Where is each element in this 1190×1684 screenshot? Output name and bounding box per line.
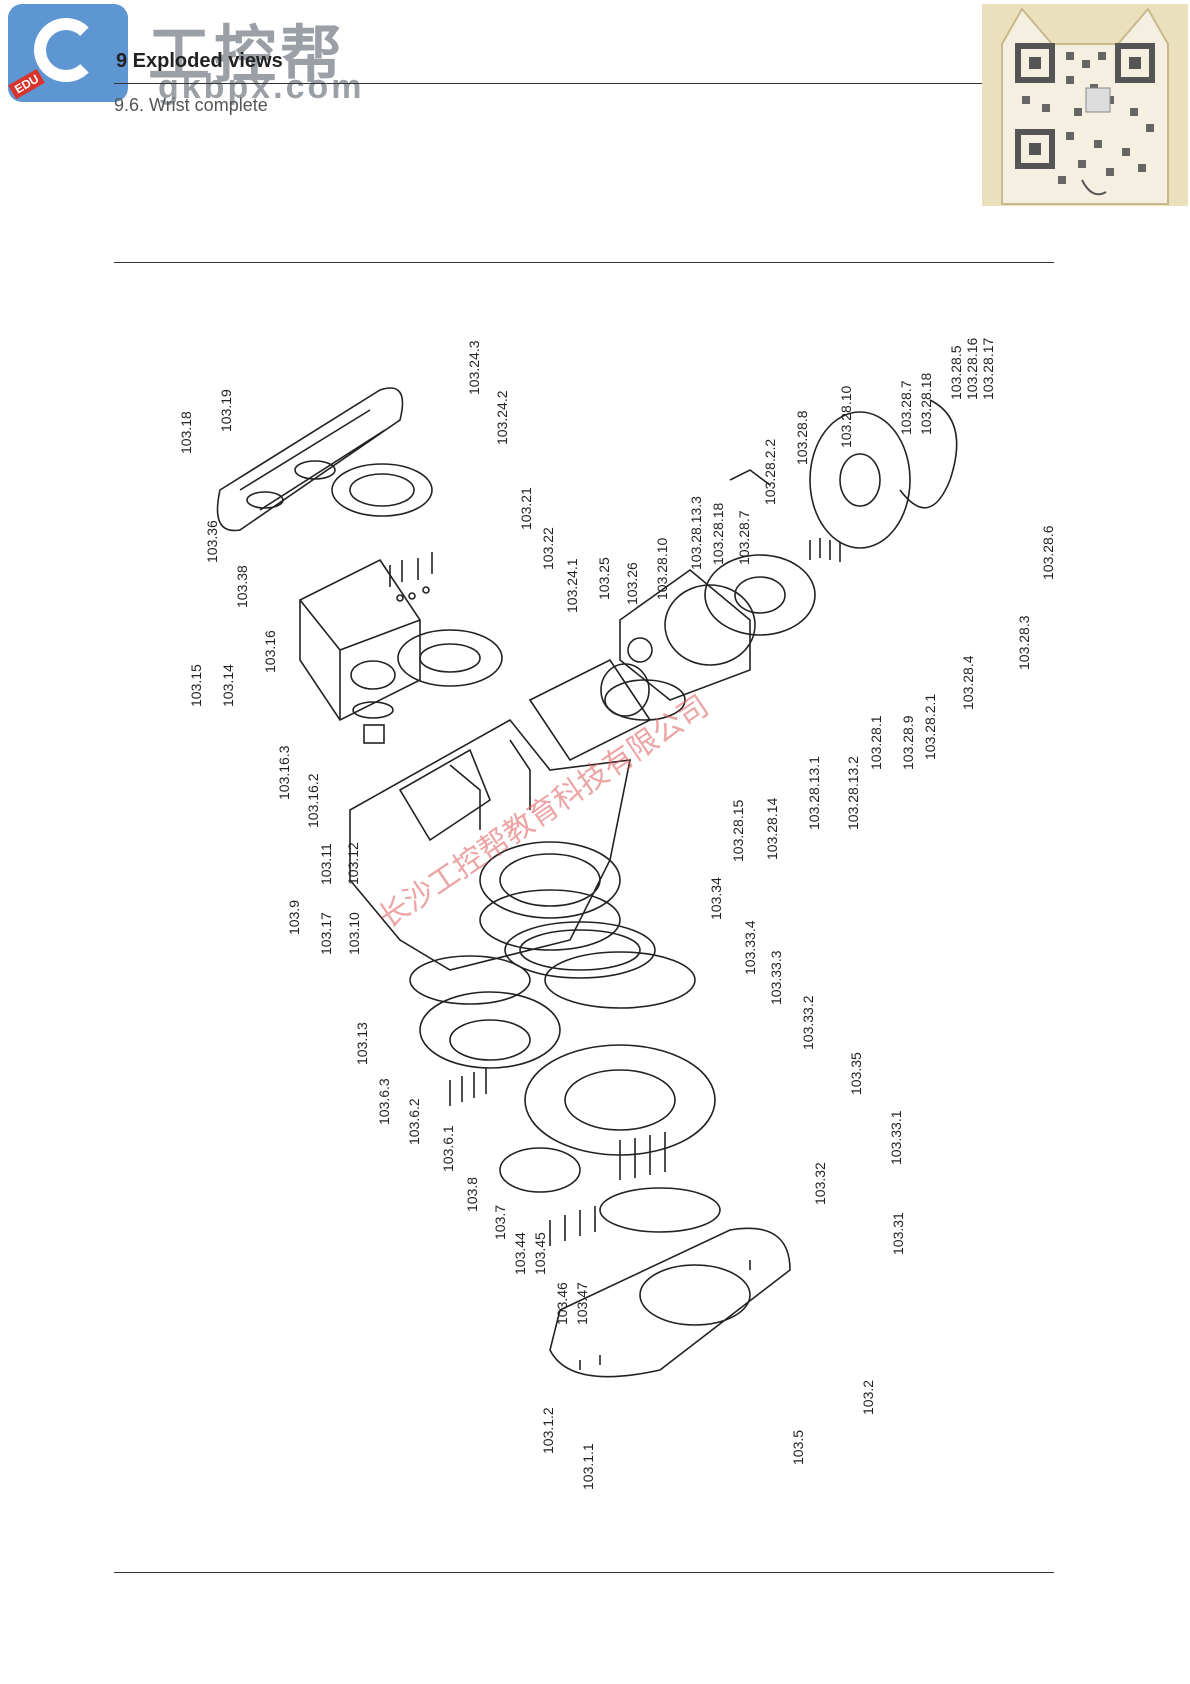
callout-label: 103.28.6 [1040,525,1056,581]
callout-label: 103.38 [234,565,250,608]
callout-label: 103.28.13.3 [688,496,704,570]
bolt-group-lower [549,1206,596,1246]
callout-label: 103.33.4 [742,920,758,976]
callout-label: 103.28.4 [960,655,976,711]
bearing-rings [409,889,696,1009]
callout-label: 103.28.13.1 [806,756,822,830]
callout-label: 103.28.17 [980,337,996,400]
callout-label: 103.47 [574,1282,590,1325]
callout-label: 103.12 [345,842,361,885]
callout-label: 103.18 [178,411,194,454]
company-logo: EDU 工控帮 gkbpx.com [8,4,398,106]
wrist-housing [349,718,632,971]
callout-label: 103.6.3 [376,1078,392,1125]
callout-label: 103.28.10 [838,385,854,448]
callout-label: 103.24.2 [494,390,510,446]
callout-label: 103.33.3 [768,950,784,1006]
callout-label: 103.5 [790,1429,806,1465]
logo-badge: EDU [8,4,128,102]
callout-label: 103.16.3 [276,745,292,801]
lower-ring [524,1044,716,1180]
callout-label: 103.28.2.1 [922,693,938,760]
base-plate [549,1227,791,1378]
callout-label: 103.28.10 [654,537,670,600]
callout-label: 103.16 [262,630,278,673]
small-disc [499,1147,581,1193]
logo-url-text: gkbpx.com [158,68,365,106]
callout-label: 103.44 [512,1232,528,1275]
qr-cat-icon [1001,7,1169,205]
callout-label: 103.28.18 [918,372,934,435]
callout-label: 103.9 [286,899,302,935]
callout-label: 103.28.15 [730,799,746,862]
section-title: 9.6. Wrist complete [114,95,268,115]
flange-plate [397,629,503,687]
callout-label: 103.26 [624,562,640,605]
callout-label: 103.24.1 [564,558,580,614]
qr-code [982,4,1188,206]
brake-disc-assembly [729,399,958,562]
callout-label: 103.28.8 [794,410,810,466]
callout-label: 103.6.1 [440,1125,456,1172]
callout-label: 103.28.1 [868,715,884,771]
gear-plate [419,991,561,1106]
callout-label: 103.28.7 [898,380,914,436]
callout-label: 103.7 [492,1204,508,1240]
logo-edu-badge: EDU [8,68,46,100]
callout-label: 103.2 [860,1379,876,1415]
callout-label: 103.31 [890,1212,906,1255]
callout-label: 103.16.2 [305,773,321,829]
callout-label: 103.28.5 [948,345,964,401]
top-cover [216,387,404,532]
callout-label: 103.33.1 [888,1110,904,1166]
chapter-title: 9 Exploded views [116,50,283,72]
callout-label: 103.14 [220,664,236,707]
callout-label: 103.28.16 [964,337,980,400]
callout-label: 103.25 [596,557,612,600]
callout-label: 103.28.3 [1016,615,1032,671]
motor-unit [299,558,421,744]
callout-label: 103.1.1 [580,1443,596,1490]
callout-label: 103.13 [354,1022,370,1065]
bottom-rule [114,1572,1054,1573]
header-rule [114,83,986,84]
callout-label: 103.45 [532,1232,548,1275]
callout-label: 103.35 [848,1052,864,1095]
logo-chinese-text: 工控帮 [148,18,347,91]
callout-label: 103.21 [518,487,534,530]
logo-swirl-icon [34,18,98,82]
callout-label: 103.36 [204,520,220,563]
callout-label: 103.17 [318,912,334,955]
callout-label: 103.28.9 [900,715,916,771]
callout-label: 103.8 [464,1176,480,1212]
gearbox-assembly [528,554,816,762]
callout-label: 103.46 [554,1282,570,1325]
callout-label: 103.24.3 [466,340,482,396]
callout-label: 103.33.2 [800,995,816,1051]
callout-label: 103.19 [218,389,234,432]
callout-label: 103.28.18 [710,502,726,565]
top-rule [114,262,1054,263]
callout-label: 103.1.2 [540,1407,556,1454]
seal-ring [331,463,433,517]
exploded-view-diagram [216,387,958,1378]
callout-label: 103.15 [188,664,204,707]
callout-label: 103.22 [540,527,556,570]
callout-label: 103.11 [318,843,334,885]
callout-label: 103.10 [346,912,362,955]
bolt-group-upper [389,552,433,602]
cover-disc [599,1187,721,1233]
callout-label: 103.28.7 [736,510,752,566]
callout-label: 103.28.2.2 [762,438,778,505]
callout-label: 103.34 [708,877,724,920]
callout-label: 103.32 [812,1162,828,1205]
callout-label: 103.6.2 [406,1098,422,1145]
callout-label: 103.28.14 [764,797,780,860]
callout-label: 103.28.13.2 [845,756,861,830]
